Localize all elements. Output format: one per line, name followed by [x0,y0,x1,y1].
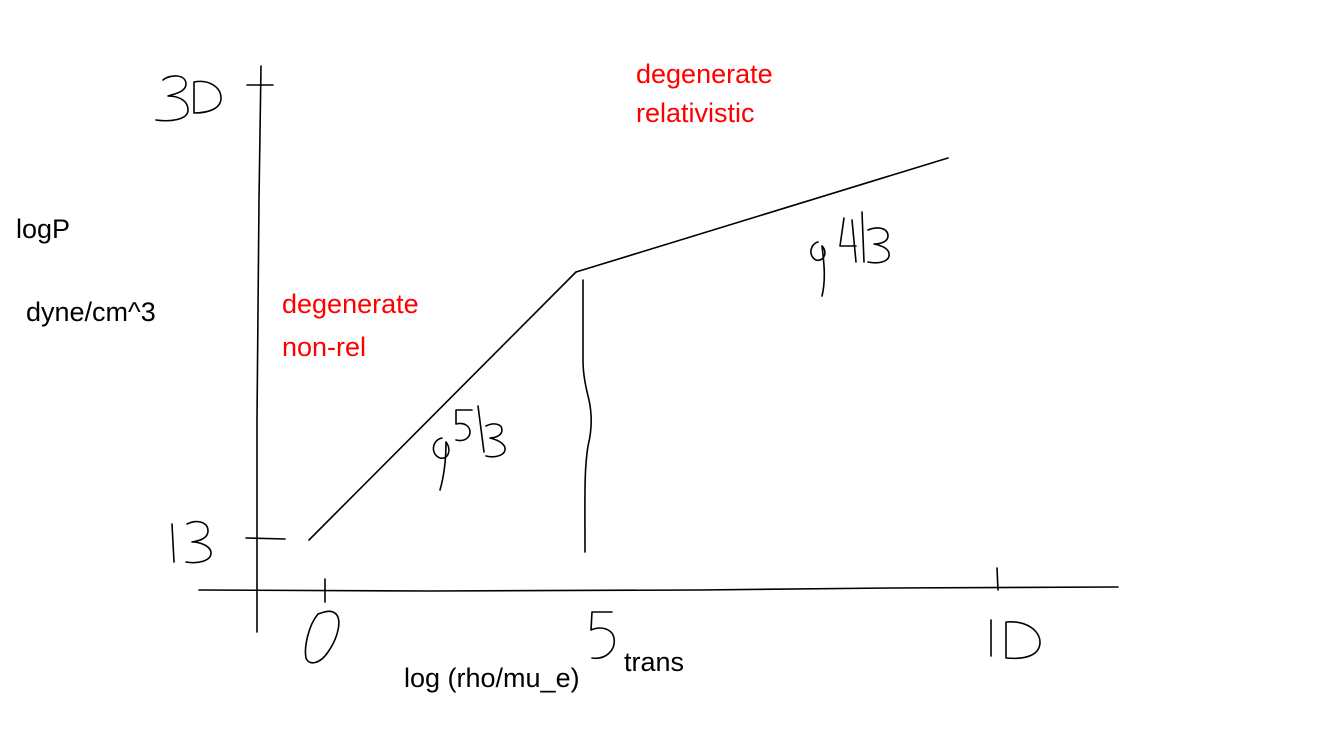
y-axis [256,65,262,633]
x-axis [198,586,1119,592]
x-tick-mid-label [590,611,616,660]
x-transition-label: trans [624,647,685,677]
transition-divider [582,279,592,553]
y-tick-top-label [155,75,222,122]
slope-nonrel-label [432,405,506,491]
slope-rel-label [810,211,890,297]
y-axis-quantity: logP [16,214,71,244]
region-rel-line2: relativistic [636,98,755,128]
x-tick-right [996,567,999,591]
nonrel-segment [308,271,577,541]
y-tick-bottom-label [171,520,212,564]
region-nonrel-line2: non-rel [282,332,367,362]
x-tick-right-label [990,619,1041,660]
y-tick-bottom [245,537,286,540]
rel-segment [575,157,949,273]
region-nonrel-line1: degenerate [282,289,419,319]
y-axis-units: dyne/cm^3 [26,297,156,327]
region-rel-line1: degenerate [636,59,773,89]
x-tick-left-label [304,610,340,664]
x-axis-quantity: log (rho/mu_e) [404,663,580,693]
